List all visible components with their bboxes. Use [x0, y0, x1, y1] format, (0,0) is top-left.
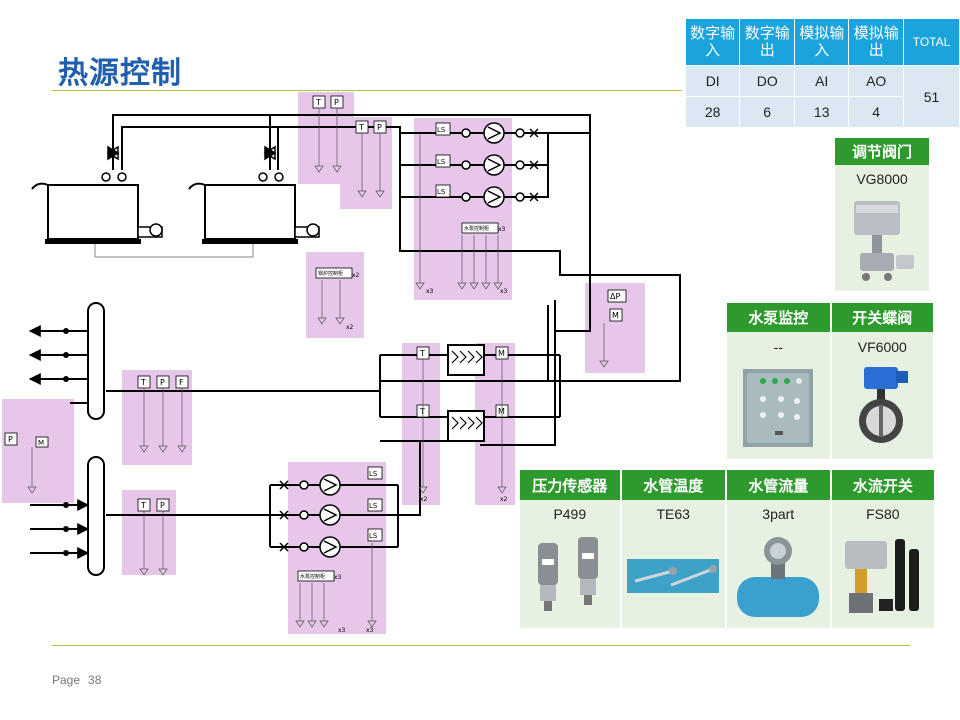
butterfly-valve-model: VF6000 — [830, 332, 933, 361]
io-count-ai: 13 — [794, 96, 850, 128]
tag-m-diff: M — [38, 439, 44, 447]
header-divider — [52, 90, 682, 91]
mult-x3-c: x3 — [338, 627, 346, 634]
pressure-sensor-image — [537, 536, 598, 611]
io-count-do: 6 — [739, 96, 796, 128]
sensor-box: 压力传感器 水管温度 水管流量 水流开关 P499 TE63 3part FS8… — [520, 470, 934, 628]
tag-p-returnline: P — [160, 501, 165, 510]
io-header-total: TOTAL — [903, 18, 960, 66]
tag-t-returnline: T — [140, 501, 146, 510]
lower-pump-panel-multiplier: x3 — [334, 574, 342, 581]
io-count-ao: 4 — [848, 96, 904, 128]
boiler-2 — [188, 182, 320, 244]
io-header-ao: 模拟输出 — [848, 18, 904, 66]
pipe-flow-header: 水管流量 — [725, 470, 832, 500]
mult-x2-b: x2 — [420, 496, 428, 503]
flow-meter-image — [737, 536, 820, 617]
valve-box: 调节阀门 VG8000 — [835, 138, 929, 291]
tag-dp: ΔP — [610, 292, 620, 301]
tag-t-hx1: T — [419, 349, 425, 358]
pipe-temp-sensor-image — [627, 558, 720, 593]
pressure-sensor-model: P499 — [520, 500, 622, 528]
tag-m-hx1: M — [498, 349, 505, 358]
tag-ls-5: LS — [369, 502, 378, 510]
tag-t-return: T — [358, 123, 364, 132]
tag-t-hx2: T — [419, 407, 425, 416]
io-code-di: DI — [684, 65, 741, 97]
flow-switch-image — [844, 538, 919, 613]
tag-p-return: P — [377, 123, 382, 132]
tag-ls-2: LS — [437, 158, 446, 166]
io-header-di: 数字输入 — [684, 18, 741, 66]
top-pump-panel-multiplier: x3 — [498, 226, 506, 233]
butterfly-valve-image — [859, 366, 909, 443]
tag-ls-6: LS — [369, 532, 378, 540]
return-header — [87, 456, 105, 576]
top-pump-group — [461, 122, 539, 208]
mult-x3-b: x3 — [500, 288, 508, 295]
tag-p-boiler: P — [334, 98, 339, 107]
io-code-ai: AI — [794, 65, 850, 97]
pipe-flow-model: 3part — [725, 500, 832, 528]
boiler-panel-label: 锅炉控制柜 — [318, 270, 343, 277]
page-number: 38 — [88, 673, 102, 687]
io-count-di: 28 — [684, 96, 741, 128]
tag-m-hx2: M — [498, 407, 505, 416]
top-pump-panel-label: 水泵控制柜 — [464, 225, 489, 232]
tag-ls-3: LS — [437, 188, 446, 196]
pipe-temp-model: TE63 — [620, 500, 727, 528]
pipe-temp-header: 水管温度 — [620, 470, 727, 500]
tag-ls-4: LS — [369, 470, 378, 478]
boiler-1 — [31, 182, 163, 244]
footer-divider — [52, 645, 910, 646]
mult-x2-a: x2 — [346, 324, 354, 331]
pump-monitor-model: -- — [727, 332, 832, 361]
heat-exchanger-1 — [447, 344, 485, 376]
control-cabinet-image — [743, 368, 814, 447]
lower-pump-panel-label: 水泵控制柜 — [300, 573, 325, 580]
valve-actuator-image — [854, 200, 914, 281]
page-label: Page — [52, 673, 81, 687]
page-title: 热源控制 — [58, 56, 182, 91]
io-code-do: DO — [739, 65, 796, 97]
io-count-table: 数字输入 数字输出 模拟输入 模拟输出 TOTAL DI DO AI AO 51… — [684, 18, 960, 128]
page-footer: Page 38 — [52, 673, 101, 687]
tag-p-diff: P — [8, 435, 13, 444]
boiler-panel-multiplier: x2 — [352, 272, 360, 279]
valve-header: 调节阀门 — [835, 138, 929, 165]
flow-switch-header: 水流开关 — [830, 470, 934, 500]
tag-t-supply: T — [140, 378, 146, 387]
tag-f-supply: F — [179, 378, 184, 387]
flow-switch-model: FS80 — [830, 500, 934, 528]
mult-x3-a: x3 — [426, 288, 434, 295]
tag-p-supply: P — [160, 378, 165, 387]
pressure-sensor-header: 压力传感器 — [520, 470, 622, 500]
io-code-ao: AO — [848, 65, 904, 97]
tag-ls-1: LS — [437, 126, 446, 134]
butterfly-valve-header: 开关蝶阀 — [830, 303, 933, 332]
lower-pump-group — [279, 474, 341, 558]
instrument-highlight-zones — [2, 92, 645, 634]
heat-source-schematic: T P T P LS LS LS ΔP M T P F P M T T M M … — [2, 92, 681, 634]
pump-valve-box: 水泵监控 开关蝶阀 -- VF6000 — [727, 303, 933, 459]
supply-header — [87, 302, 105, 420]
mult-x2-c: x2 — [500, 496, 508, 503]
mult-x3-d: x3 — [366, 627, 374, 634]
io-header-do: 数字输出 — [739, 18, 796, 66]
io-header-ai: 模拟输入 — [794, 18, 850, 66]
valve-model: VG8000 — [835, 165, 929, 193]
io-total-value: 51 — [903, 65, 960, 128]
heat-exchanger-2 — [447, 410, 485, 442]
pump-monitor-header: 水泵监控 — [727, 303, 832, 332]
tag-m-bypass: M — [612, 311, 619, 320]
tag-t-boiler: T — [315, 98, 321, 107]
